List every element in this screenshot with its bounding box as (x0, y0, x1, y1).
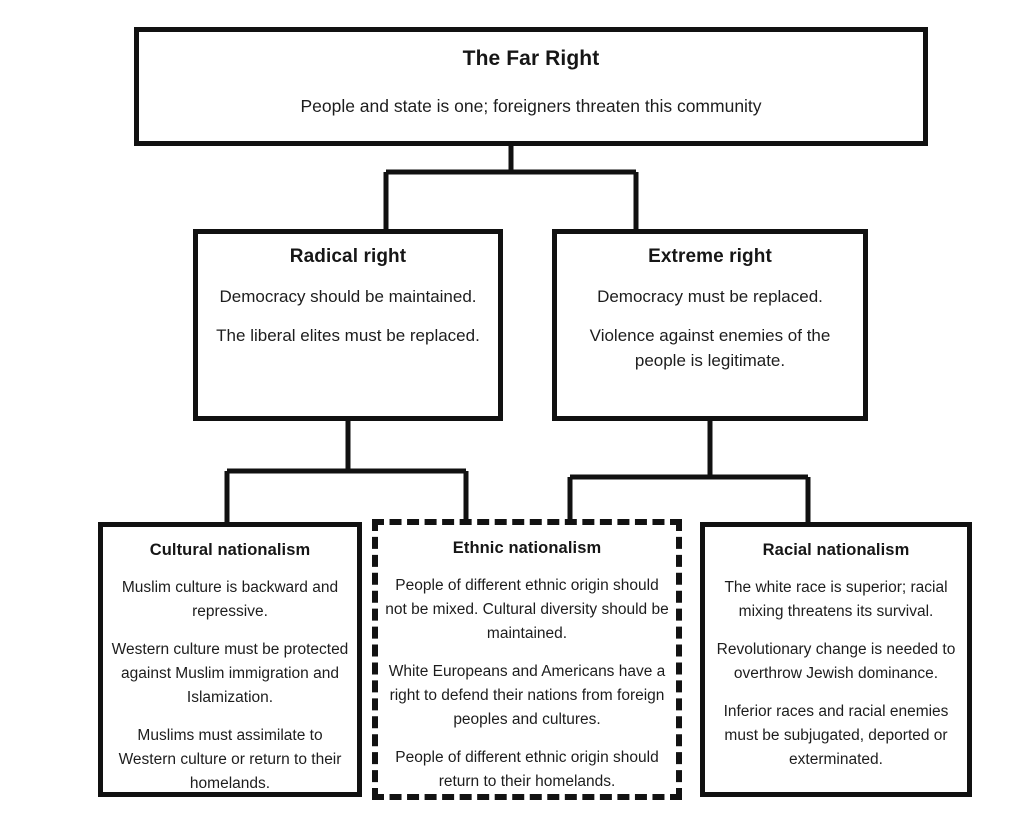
node-ethnic-nationalism: Ethnic nationalism People of different e… (372, 519, 682, 800)
node-title-extreme-right: Extreme right (648, 246, 772, 267)
node-line-extreme-right-0: Democracy must be replaced. (597, 287, 823, 306)
node-title-root: The Far Right (462, 47, 600, 70)
edge-extreme-to-level3 (567, 421, 811, 522)
node-radical-right: Radical right Democracy should be mainta… (193, 229, 503, 421)
node-title-ethnic-nationalism: Ethnic nationalism (452, 539, 602, 557)
node-line-ethnic-nationalism-1: White Europeans and Americans have a rig… (388, 663, 666, 728)
node-line-cultural-nationalism-0: Muslim culture is backward and repressiv… (121, 579, 339, 620)
node-title-radical-right: Radical right (289, 246, 407, 267)
node-racial-nationalism: Racial nationalism The white race is sup… (700, 522, 972, 797)
edge-root-to-level2 (383, 146, 639, 229)
node-line-ethnic-nationalism-2: People of different ethnic origin should… (395, 749, 659, 790)
node-line-racial-nationalism-2: Inferior races and racial enemies must b… (723, 703, 949, 768)
node-line-racial-nationalism-1: Revolutionary change is needed to overth… (716, 641, 956, 682)
node-extreme-right: Extreme right Democracy must be replaced… (552, 229, 868, 421)
node-cultural-nationalism: Cultural nationalism Muslim culture is b… (98, 522, 362, 797)
node-title-cultural-nationalism: Cultural nationalism (149, 541, 311, 559)
node-line-racial-nationalism-0: The white race is superior; racial mixin… (724, 579, 948, 620)
node-title-racial-nationalism: Racial nationalism (762, 541, 910, 559)
node-line-extreme-right-1: Violence against enemies of the people i… (589, 326, 831, 370)
node-line-radical-right-1: The liberal elites must be replaced. (216, 326, 480, 345)
node-line-radical-right-0: Democracy should be maintained. (219, 287, 477, 306)
node-the-far-right: The Far Right People and state is one; f… (134, 27, 928, 146)
node-line-root-0: People and state is one; foreigners thre… (300, 96, 762, 116)
node-line-cultural-nationalism-2: Muslims must assimilate to Western cultu… (118, 727, 342, 792)
edge-radical-to-level3 (224, 421, 469, 522)
node-line-cultural-nationalism-1: Western culture must be protected agains… (111, 641, 349, 706)
node-line-ethnic-nationalism-0: People of different ethnic origin should… (385, 577, 669, 642)
